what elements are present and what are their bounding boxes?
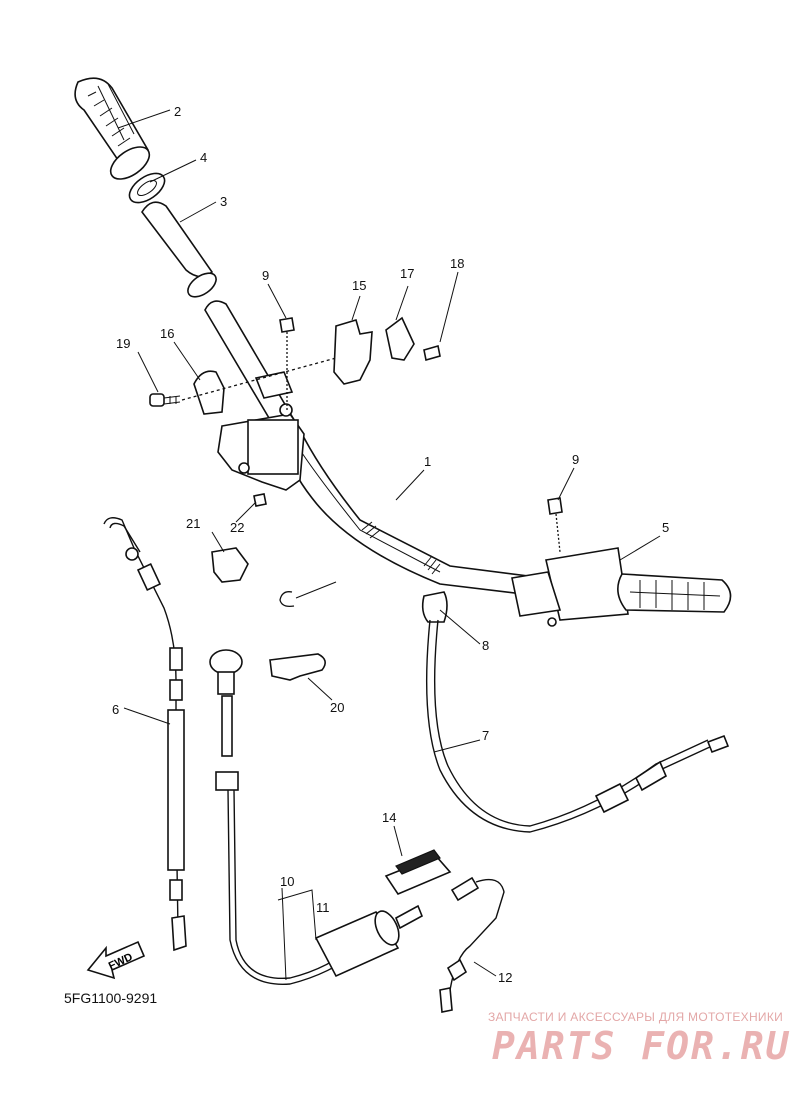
watermark-tagline: ЗАПЧАСТИ И АКСЕССУАРЫ ДЛЯ МОТОТЕХНИКИ (488, 1010, 784, 1024)
callout-9b: 9 (572, 452, 579, 467)
sensor-13 (384, 849, 452, 895)
cylinder-11 (314, 904, 424, 978)
holder-14 (333, 319, 373, 385)
callout-13: 14 (382, 810, 396, 825)
callout-3: 3 (220, 194, 227, 209)
bolt-9-right (547, 497, 563, 515)
callout-11: 11 (316, 900, 330, 915)
grip-sleeve (141, 201, 214, 278)
clip-20 (211, 547, 249, 583)
callout-21: 22 (230, 520, 244, 535)
cable-7 (421, 591, 730, 833)
callout-4: 4 (200, 150, 207, 165)
bracket-19 (269, 653, 326, 681)
cable-12 (439, 876, 505, 1013)
callout-7: 7 (482, 728, 489, 743)
watermark-brand: PARTS FOR.RU (492, 1024, 791, 1068)
callout-16: 17 (400, 266, 414, 281)
callout-1: 1 (424, 454, 431, 469)
screw-18 (149, 393, 181, 407)
right-grip (511, 547, 732, 627)
fwd-arrow: FWD (86, 940, 146, 980)
callout-labels: 2 4 3 9 15 17 18 16 19 1 9 5 21 22 8 20 … (112, 104, 669, 985)
handlebar (204, 300, 561, 599)
part-code: 5FG1100-9291 (64, 990, 158, 1006)
callout-18: 19 (116, 336, 130, 351)
callout-12: 12 (498, 970, 512, 985)
callout-8: 8 (482, 638, 489, 653)
callout-5: 5 (662, 520, 669, 535)
callout-20: 21 (186, 516, 200, 531)
screw-17 (423, 344, 441, 362)
callout-15: 16 (160, 326, 174, 341)
callout-10: 10 (280, 874, 294, 889)
callout-6: 6 (112, 702, 119, 717)
ring-4 (128, 172, 166, 204)
clip-16 (385, 316, 415, 361)
clip-22 (279, 591, 295, 608)
callout-17: 18 (450, 256, 464, 271)
left-grip (74, 77, 151, 180)
callout-9a: 9 (262, 268, 269, 283)
callout-2: 2 (174, 104, 181, 119)
bolt-9-left (279, 317, 295, 410)
callout-14: 15 (352, 278, 366, 293)
callout-19: 20 (330, 700, 344, 715)
left-switch-housing (217, 371, 305, 491)
cable-6 (103, 517, 187, 952)
screw-21 (253, 493, 267, 507)
clamp-15 (193, 370, 225, 415)
